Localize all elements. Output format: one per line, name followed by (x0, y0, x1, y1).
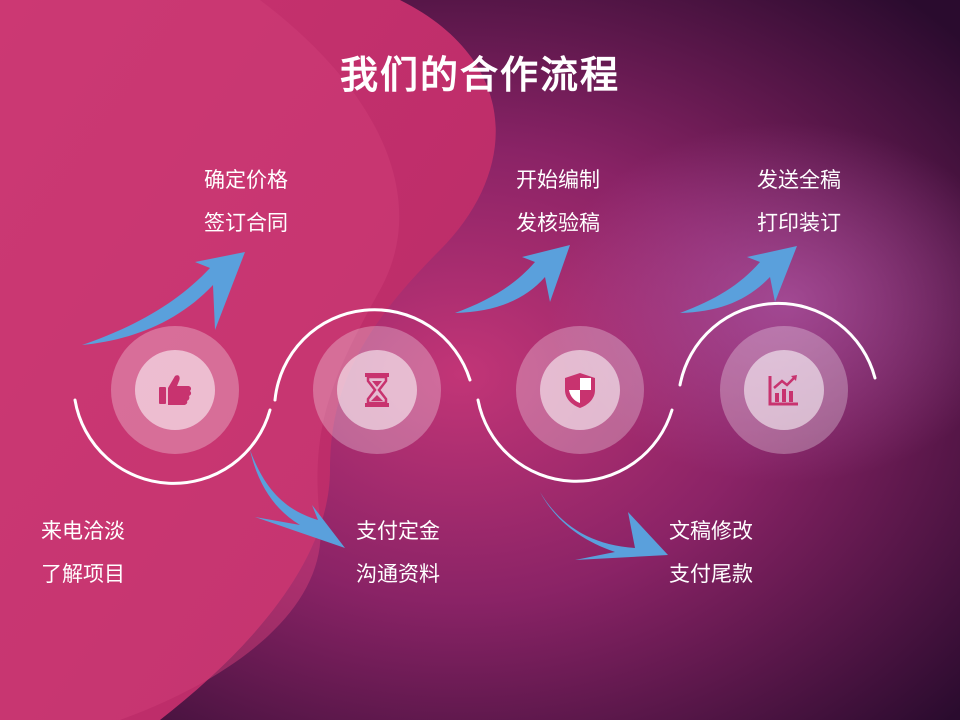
step-label-4: 开始编制 发核验稿 (516, 159, 600, 245)
bar-chart-icon (768, 375, 798, 406)
step-circle-4 (720, 326, 848, 454)
step-circle-1 (111, 326, 239, 454)
step-label-line: 发核验稿 (516, 211, 600, 235)
step-label-1: 来电洽淡 了解项目 (41, 510, 125, 596)
step-label-line: 沟通资料 (356, 562, 440, 586)
step-label-line: 支付定金 (356, 519, 440, 543)
step-label-line: 了解项目 (41, 562, 125, 586)
step-label-line: 开始编制 (516, 168, 600, 192)
step-label-6: 发送全稿 打印装订 (757, 159, 841, 245)
step-label-2: 确定价格 签订合同 (204, 159, 288, 245)
step-label-line: 发送全稿 (757, 168, 841, 192)
step-circle-3 (516, 326, 644, 454)
hourglass-icon (365, 373, 389, 407)
step-label-line: 签订合同 (204, 211, 288, 235)
step-label-5: 文稿修改 支付尾款 (669, 510, 753, 596)
step-label-3: 支付定金 沟通资料 (356, 510, 440, 596)
step-circle-2 (313, 326, 441, 454)
step-label-line: 打印装订 (757, 211, 841, 235)
thumbs-up-icon (159, 375, 192, 405)
step-label-line: 来电洽淡 (41, 519, 125, 543)
page-title: 我们的合作流程 (339, 52, 620, 97)
step-label-line: 确定价格 (204, 168, 288, 192)
shield-icon (565, 373, 595, 408)
step-label-line: 支付尾款 (669, 562, 753, 586)
step-label-line: 文稿修改 (669, 519, 753, 543)
